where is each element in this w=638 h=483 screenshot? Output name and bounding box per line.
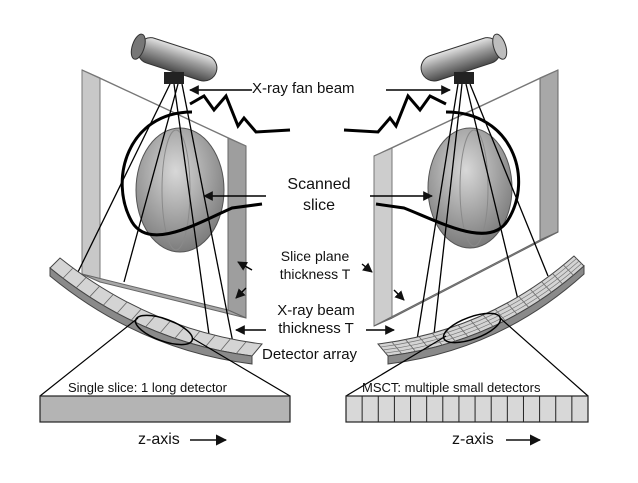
- right-detector-row-line: [382, 260, 580, 351]
- multi-small-detectors: [345, 395, 589, 423]
- fan-beam-label: X-ray fan beam: [252, 80, 355, 97]
- single-slice-label: Single slice: 1 long detector: [68, 380, 227, 395]
- center-annotations: [189, 85, 451, 335]
- left-detector-cell-divider: [102, 294, 114, 306]
- left-detector-cell-divider: [145, 315, 156, 328]
- slice-plane-label-line2: thickness T: [279, 266, 351, 282]
- left-collimator: [164, 72, 184, 84]
- left-detector-cell-divider: [89, 285, 100, 298]
- left-detector-array: [49, 257, 263, 365]
- detector-array-label: Detector array: [262, 346, 358, 363]
- left-detector-cell-divider: [116, 301, 128, 314]
- msct-label: MSCT: multiple small detectors: [362, 380, 541, 395]
- beam-thickness-label-line1: X-ray beam: [277, 302, 355, 319]
- left-detector-cell-divider: [130, 308, 142, 321]
- scanned-slice-label-line1: Scanned: [287, 176, 351, 193]
- right-detector-row-line: [380, 258, 577, 348]
- left-fan-beam: [75, 83, 235, 357]
- left-detector-cell-divider: [75, 277, 87, 289]
- scanned-slice-label-line2: slice: [302, 197, 335, 214]
- left-detector-cell-divider: [235, 341, 247, 354]
- right-detector-row-line: [385, 263, 582, 354]
- left-slice-curve: [120, 110, 263, 237]
- left-detector-cell-divider: [62, 267, 74, 279]
- right-xray-tube: [420, 33, 508, 82]
- left-xray-tube: [130, 33, 218, 82]
- right-scanner: [345, 33, 589, 446]
- left-scanner: [39, 33, 291, 446]
- right-fan-beam: [415, 83, 549, 353]
- right-detector-array: [377, 255, 585, 365]
- right-slice-curve: [375, 110, 521, 235]
- left-detector-cell-divider: [204, 335, 216, 348]
- single-long-detector: [39, 395, 291, 423]
- z-axis-label-right: z-axis: [452, 431, 494, 448]
- slice-plane-label-line1: Slice plane: [280, 248, 350, 264]
- beam-thickness-label-line2: thickness T: [278, 320, 354, 337]
- left-detector-cell-divider: [174, 326, 186, 339]
- right-collimator: [454, 72, 474, 84]
- left-detector-cell-divider: [220, 338, 231, 352]
- left-detector-cell-divider: [159, 321, 171, 334]
- left-gantry-frame: [81, 69, 247, 319]
- z-axis-label-left: z-axis: [138, 431, 180, 448]
- right-zoom-marker: [442, 312, 502, 344]
